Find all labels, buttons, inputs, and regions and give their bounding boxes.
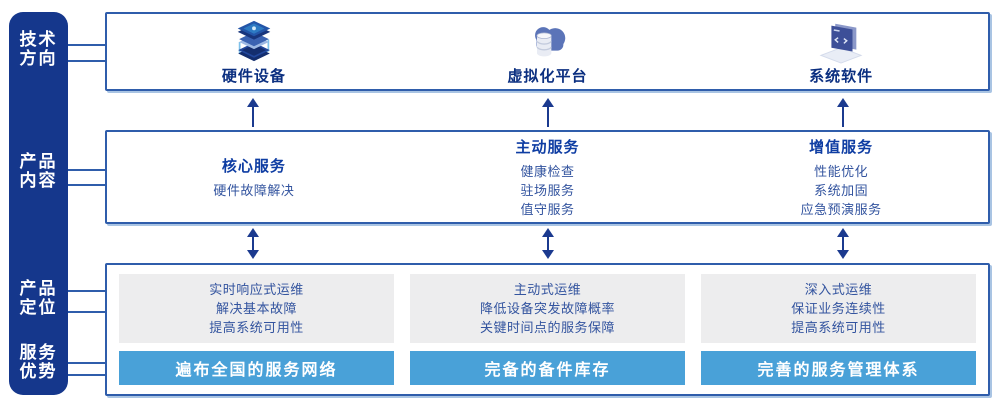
arrowhead-down bbox=[836, 250, 849, 259]
arrow-cell bbox=[400, 228, 695, 259]
arrowhead-up bbox=[836, 228, 849, 237]
arrowhead-down bbox=[541, 250, 554, 259]
arrow-stem bbox=[841, 237, 844, 250]
tech-item-virtualization: 虚拟化平台 bbox=[401, 14, 695, 89]
service-group-item: 硬件故障解决 bbox=[213, 182, 295, 198]
advantage-bar: 完备的备件库存 bbox=[410, 351, 685, 385]
service-group-core: 核心服务 硬件故障解决 bbox=[107, 132, 401, 222]
category-sidebar: 技术 方向 产品 内容 产品 定位 服务 优势 bbox=[9, 12, 68, 395]
connector-line bbox=[68, 60, 105, 62]
connector-line bbox=[68, 169, 105, 171]
arrow-cell bbox=[695, 228, 990, 259]
arrow-cell bbox=[105, 228, 400, 259]
arrowhead-down bbox=[246, 250, 259, 259]
advantage-bar: 遍布全国的服务网络 bbox=[119, 351, 394, 385]
arrowhead-up bbox=[836, 98, 849, 107]
sidebar-label-product-content: 产品 内容 bbox=[9, 152, 68, 190]
service-group-title: 核心服务 bbox=[221, 157, 286, 175]
arrowhead-up bbox=[541, 228, 554, 237]
service-group-item: 系统加固 bbox=[814, 182, 869, 198]
up-arrow bbox=[246, 98, 259, 127]
positioning-line: 提高系统可用性 bbox=[209, 320, 304, 336]
double-arrow bbox=[246, 228, 259, 259]
service-group-item: 性能优化 bbox=[814, 163, 869, 179]
arrowhead-up bbox=[246, 228, 259, 237]
positioning-line: 主动式运维 bbox=[513, 282, 582, 298]
positioning-line: 深入式运维 bbox=[804, 282, 873, 298]
double-arrow-row bbox=[105, 228, 990, 259]
service-group-title: 增值服务 bbox=[809, 138, 874, 156]
up-arrow bbox=[541, 98, 554, 127]
connector-line bbox=[68, 374, 105, 376]
positioning-line: 关键时间点的服务保障 bbox=[479, 320, 615, 336]
advantage-bar: 完善的服务管理体系 bbox=[701, 351, 976, 385]
arrow-stem bbox=[251, 107, 254, 127]
sidebar-label-line: 产品 bbox=[19, 279, 58, 298]
service-group-item: 驻场服务 bbox=[520, 182, 575, 198]
arrow-stem bbox=[251, 237, 254, 250]
arrowhead-up bbox=[246, 98, 259, 107]
arrowhead-up bbox=[541, 98, 554, 107]
positioning-line: 解决基本故障 bbox=[215, 301, 297, 317]
tech-item-system-software: 系统软件 bbox=[694, 14, 988, 89]
connector-line bbox=[68, 290, 105, 292]
tech-item-hardware: 硬件设备 bbox=[107, 14, 401, 89]
sidebar-label-service-advantage: 服务 优势 bbox=[9, 343, 68, 381]
service-group-proactive: 主动服务 健康检查 驻场服务 值守服务 bbox=[401, 132, 695, 222]
connector-line bbox=[68, 184, 105, 186]
connector-line bbox=[68, 44, 105, 46]
positioning-panel: 主动式运维 降低设备突发故障概率 关键时间点的服务保障 bbox=[410, 274, 685, 344]
connector-line bbox=[68, 362, 105, 364]
service-group-item: 值守服务 bbox=[520, 201, 575, 217]
positioning-line: 提高系统可用性 bbox=[791, 320, 886, 336]
sidebar-label-line: 内容 bbox=[19, 171, 58, 190]
positioning-line: 保证业务连续性 bbox=[791, 301, 886, 317]
positioning-line: 实时响应式运维 bbox=[209, 282, 304, 298]
up-arrow-row bbox=[105, 98, 990, 127]
positioning-column-proactive: 主动式运维 降低设备突发故障概率 关键时间点的服务保障 完备的备件库存 bbox=[410, 274, 685, 385]
software-window-icon bbox=[819, 23, 863, 64]
sidebar-label-line: 产品 bbox=[19, 152, 58, 171]
positioning-panel: 深入式运维 保证业务连续性 提高系统可用性 bbox=[701, 274, 976, 344]
tech-item-label: 系统软件 bbox=[809, 67, 874, 85]
double-arrow bbox=[541, 228, 554, 259]
arrow-stem bbox=[546, 237, 549, 250]
connector-line bbox=[68, 311, 105, 313]
service-group-title: 主动服务 bbox=[515, 138, 580, 156]
tech-direction-panel: 硬件设备 虚拟化平台 bbox=[105, 12, 990, 91]
positioning-line: 降低设备突发故障概率 bbox=[479, 301, 615, 317]
server-stack-icon bbox=[237, 20, 271, 61]
tech-item-label: 虚拟化平台 bbox=[507, 67, 588, 85]
sidebar-label-line: 技术 bbox=[19, 30, 58, 49]
product-content-panel: 核心服务 硬件故障解决 主动服务 健康检查 驻场服务 值守服务 增值服务 性能优… bbox=[105, 130, 990, 224]
positioning-column-realtime: 实时响应式运维 解决基本故障 提高系统可用性 遍布全国的服务网络 bbox=[119, 274, 394, 385]
arrow-stem bbox=[546, 107, 549, 127]
product-positioning-panel: 实时响应式运维 解决基本故障 提高系统可用性 遍布全国的服务网络 主动式运维 降… bbox=[105, 263, 990, 396]
up-arrow bbox=[836, 98, 849, 127]
double-arrow bbox=[836, 228, 849, 259]
cloud-database-icon bbox=[534, 26, 565, 56]
arrow-cell bbox=[105, 98, 400, 127]
service-group-item: 应急预演服务 bbox=[800, 201, 882, 217]
tech-item-label: 硬件设备 bbox=[221, 67, 286, 85]
sidebar-label-line: 定位 bbox=[19, 298, 58, 317]
sidebar-label-line: 方向 bbox=[19, 49, 58, 68]
positioning-panel: 实时响应式运维 解决基本故障 提高系统可用性 bbox=[119, 274, 394, 344]
sidebar-label-line: 服务 bbox=[19, 343, 58, 362]
positioning-column-deep: 深入式运维 保证业务连续性 提高系统可用性 完善的服务管理体系 bbox=[701, 274, 976, 385]
arrow-cell bbox=[400, 98, 695, 127]
sidebar-label-product-positioning: 产品 定位 bbox=[9, 279, 68, 317]
service-group-item: 健康检查 bbox=[520, 163, 575, 179]
service-group-value-added: 增值服务 性能优化 系统加固 应急预演服务 bbox=[694, 132, 988, 222]
arrow-cell bbox=[695, 98, 990, 127]
sidebar-label-tech-direction: 技术 方向 bbox=[9, 30, 68, 68]
sidebar-label-line: 优势 bbox=[19, 362, 58, 381]
arrow-stem bbox=[841, 107, 844, 127]
